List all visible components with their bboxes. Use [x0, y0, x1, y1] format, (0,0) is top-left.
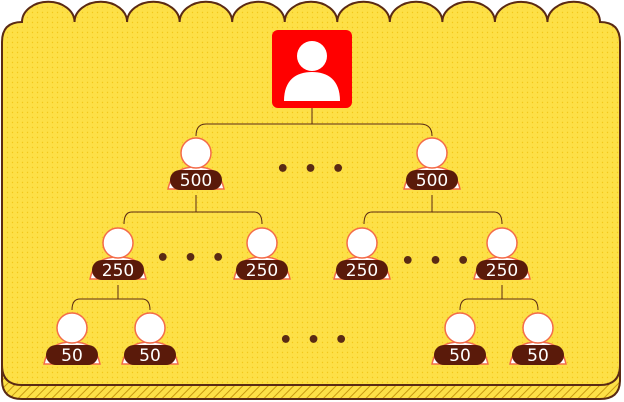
connector-line	[363, 211, 503, 225]
level2-user-3: 250	[333, 227, 391, 281]
person-icon	[56, 312, 88, 344]
value-label: 250	[346, 261, 378, 281]
connector-line	[71, 298, 151, 311]
value-badge	[336, 260, 388, 280]
connector-line	[123, 211, 263, 225]
level1-ellipsis: • • •	[276, 157, 349, 182]
value-label: 250	[102, 261, 134, 281]
person-icon	[284, 41, 340, 101]
level3-user-2: 50	[121, 312, 179, 366]
level2-user-1: 250	[89, 227, 147, 281]
value-badge	[170, 170, 222, 190]
value-badge	[406, 170, 458, 190]
value-label: 50	[527, 346, 549, 366]
value-badge	[476, 260, 528, 280]
level2-user-4: 250	[473, 227, 531, 281]
level2-left-ellipsis: • • •	[156, 246, 229, 271]
person-icon	[246, 227, 278, 259]
value-label: 250	[486, 261, 518, 281]
value-label: 50	[449, 346, 471, 366]
value-badge	[434, 345, 486, 365]
level2-user-2: 250	[233, 227, 291, 281]
value-label: 500	[180, 171, 212, 191]
level1-user-left: 500	[167, 137, 225, 191]
value-badge	[512, 345, 564, 365]
value-badge	[124, 345, 176, 365]
level3-ellipsis: • • •	[279, 328, 352, 353]
level2-right-ellipsis: • • •	[401, 249, 474, 274]
person-icon	[346, 227, 378, 259]
value-label: 250	[246, 261, 278, 281]
person-icon	[444, 312, 476, 344]
card-body	[1, 0, 621, 386]
level3-user-1: 50	[43, 312, 101, 366]
level3-user-3: 50	[431, 312, 489, 366]
level3-user-4: 50	[509, 312, 567, 366]
value-badge	[46, 345, 98, 365]
value-badge	[92, 260, 144, 280]
person-icon	[486, 227, 518, 259]
level1-user-right: 500	[403, 137, 461, 191]
tree-connectors	[71, 108, 539, 311]
value-label: 50	[139, 346, 161, 366]
person-icon	[180, 137, 212, 169]
tree-nodes: 500 500 250 250 250 250 50 50 50 50	[43, 137, 567, 366]
person-icon	[416, 137, 448, 169]
value-badge	[236, 260, 288, 280]
person-icon	[522, 312, 554, 344]
value-label: 50	[61, 346, 83, 366]
root-user	[272, 30, 352, 108]
connector-line	[459, 298, 539, 311]
person-icon	[134, 312, 166, 344]
person-icon	[102, 227, 134, 259]
connector-line	[195, 123, 433, 137]
value-label: 500	[416, 171, 448, 191]
